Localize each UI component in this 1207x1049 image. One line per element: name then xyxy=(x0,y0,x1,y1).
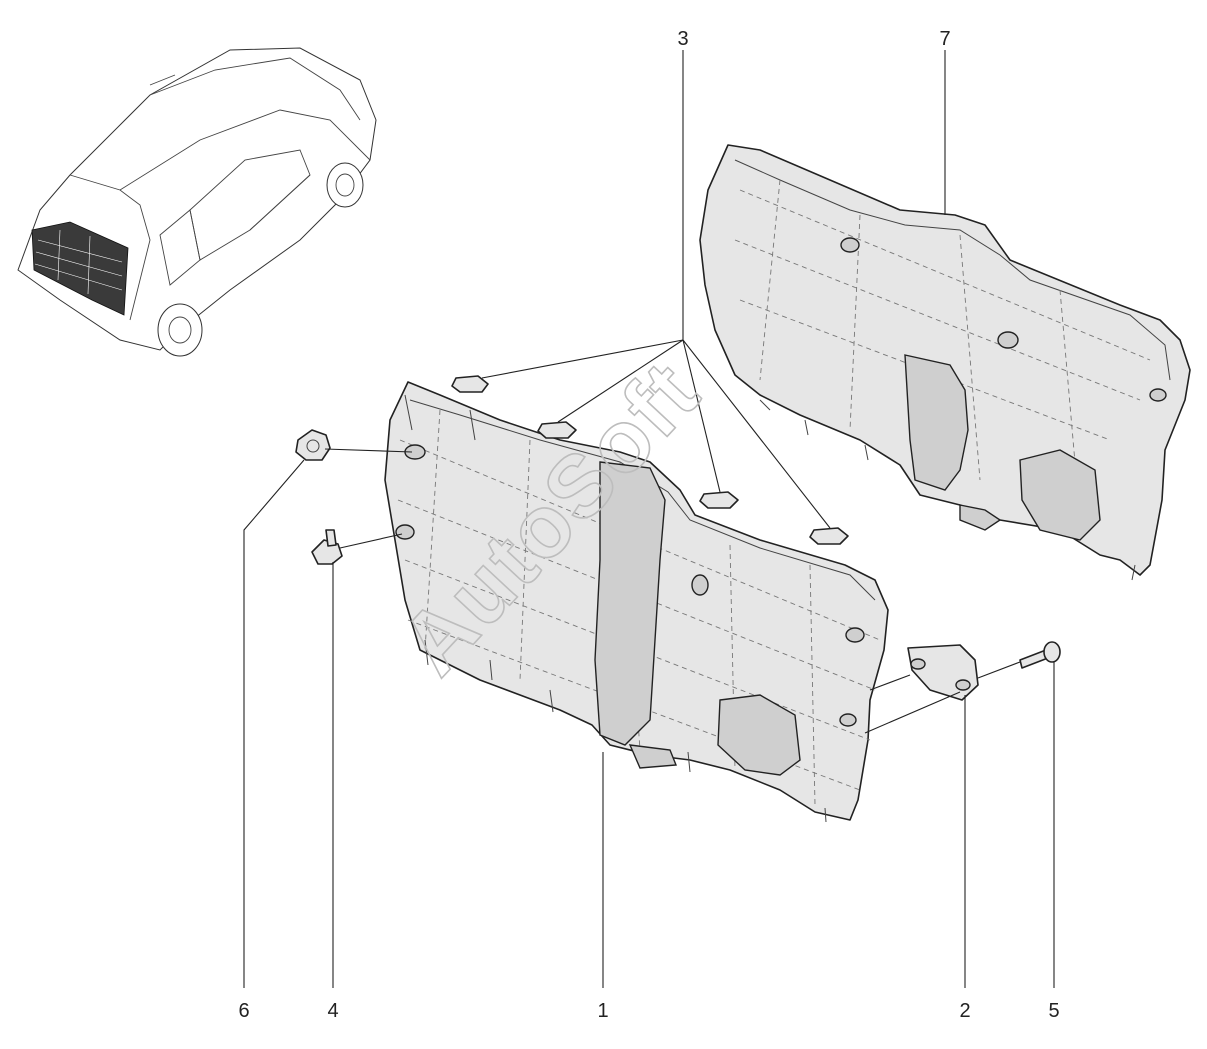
part-6-push-clip xyxy=(295,429,331,461)
tailgate-trim-highlight xyxy=(31,221,129,316)
callout-labels: 3 7 6 4 1 2 5 xyxy=(238,28,1059,1022)
part-3-clips xyxy=(451,375,849,545)
part-2-bracket xyxy=(907,644,979,701)
tailgate-upper-trim-panel xyxy=(699,144,1191,581)
part-5-screw xyxy=(1019,641,1061,669)
callout-2: 2 xyxy=(959,1000,970,1022)
callout-1: 1 xyxy=(597,1000,608,1022)
vehicle-thumbnail xyxy=(17,47,377,357)
callout-5: 5 xyxy=(1048,1000,1059,1022)
callout-7: 7 xyxy=(939,28,950,50)
assembly-guides xyxy=(324,448,1021,734)
part-4-fastener xyxy=(311,529,343,565)
callout-3: 3 xyxy=(677,28,688,50)
tailgate-lower-trim-panel xyxy=(384,381,889,823)
callout-6: 6 xyxy=(238,1000,249,1022)
callout-leaders xyxy=(243,50,1055,988)
callout-4: 4 xyxy=(327,1000,338,1022)
